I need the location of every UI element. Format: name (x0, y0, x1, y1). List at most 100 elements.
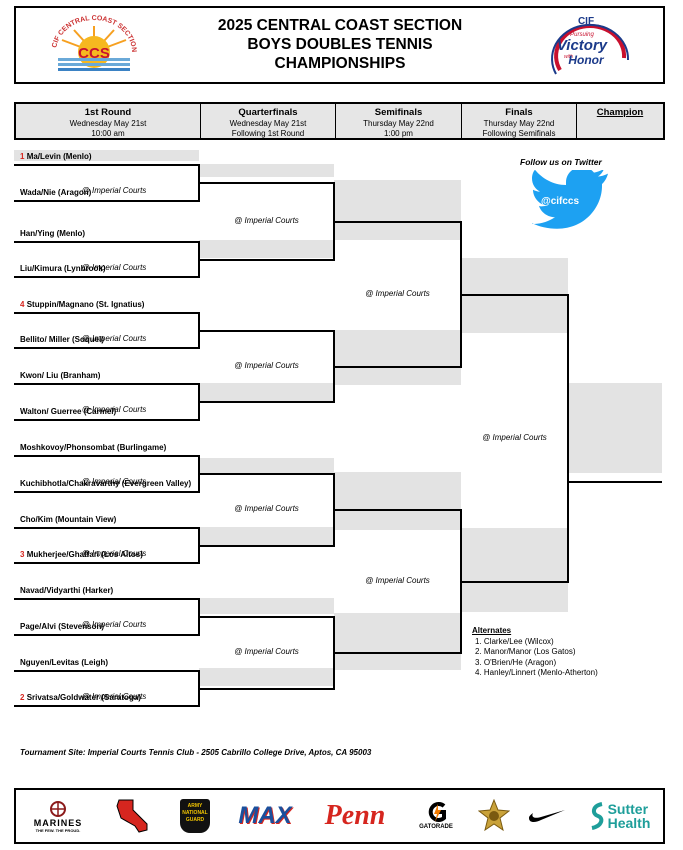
venue-label: @ Imperial Courts (81, 186, 147, 195)
shaded-cell (199, 164, 334, 177)
round-time: 1:00 pm (384, 129, 413, 138)
team-entry[interactable]: Page/Alvi (Stevenson) (20, 622, 104, 632)
quarterfinal-line (199, 473, 334, 475)
shaded-cell (334, 472, 461, 530)
team-line (14, 598, 199, 600)
ccs-logo: CIF CENTRAL COAST SECTION CCS (44, 12, 144, 78)
ccs-logo-text: CCS (78, 45, 110, 62)
round-day: Wednesday May 21st (229, 119, 307, 128)
team-line (14, 455, 199, 457)
team-entry[interactable]: Liu/Kimura (Lynbrook) (20, 264, 105, 274)
page-title: 2025 CENTRAL COAST SECTION BOYS DOUBLES … (150, 16, 530, 73)
team-entry[interactable]: Walton/ Guerree (Carmel) (20, 407, 116, 417)
team-entry[interactable]: 3 Mukherjee/Ghaffari (Los Altos) (20, 550, 143, 560)
champion-label: Champion (596, 107, 644, 118)
team-line (14, 562, 199, 564)
team-line (14, 527, 199, 529)
team-line (14, 347, 199, 349)
shaded-cell (461, 528, 568, 612)
team-entry[interactable]: Kuchibhotla/Chakravarthy (Evergreen Vall… (20, 479, 191, 489)
round-name: Quarterfinals (238, 107, 298, 118)
venue-label: @ Imperial Courts (81, 405, 147, 414)
team-name: Walton/ Guerree (Carmel) (20, 407, 117, 416)
shaded-cell (334, 330, 461, 385)
header-box (14, 6, 665, 84)
cif-logo-cif: CIF (578, 16, 594, 27)
shaded-cell (334, 180, 461, 240)
alternate-item: 1. Clarke/Lee (Wilcox) (475, 636, 554, 646)
shaded-cell (199, 383, 334, 401)
twitter-follow-text: Follow us on Twitter (520, 157, 602, 167)
team-name: Stuppin/Magnano (St. Ignatius) (26, 300, 145, 309)
health-text: Health (607, 815, 651, 831)
army-text: ARMY (187, 803, 203, 809)
team-line (14, 670, 199, 672)
quarterfinal-line (199, 616, 334, 618)
california-logo-icon (108, 798, 158, 834)
marines-text: MARINES (33, 817, 83, 828)
team-entry[interactable]: Han/Ying (Menlo) (20, 229, 85, 239)
champion-line (568, 481, 662, 483)
quarterfinal-line (199, 401, 334, 403)
team-entry[interactable]: 4 Stuppin/Magnano (St. Ignatius) (20, 300, 144, 310)
marines-logo: MARINES THE FEW. THE PROUD. (22, 798, 94, 834)
final-line (461, 581, 568, 583)
team-name: Han/Ying (Menlo) (20, 229, 86, 238)
round-header-champion: Champion (577, 104, 663, 138)
alternate-item: 3. O'Brien/He (Aragon) (475, 657, 557, 667)
team-name: Wada/Nie (Aragon) (20, 188, 92, 197)
team-line (14, 419, 199, 421)
cif-logo-with: with (564, 54, 573, 60)
team-entry[interactable]: 2 Srivatsa/Goldwater (Saratoga) (20, 693, 141, 703)
team-entry[interactable]: 1 Ma/Levin (Menlo) (20, 152, 92, 162)
seed-number: 1 (20, 152, 25, 161)
cif-logo: CIF Pursuing Victory with Honor (540, 10, 634, 80)
sutter-text: Sutter (607, 801, 649, 817)
round-header-semifinals: Semifinals Thursday May 22nd 1:00 pm (336, 104, 462, 138)
marines-tagline: THE FEW. THE PROUD. (35, 827, 81, 833)
gatorade-logo: GATORADE (406, 798, 466, 834)
seed-number: 2 (20, 693, 25, 702)
venue-label: @ Imperial Courts (81, 333, 147, 343)
round-name: 1st Round (84, 107, 132, 118)
venue-label: @ Imperial Courts (234, 215, 299, 225)
shaded-cell (199, 240, 334, 258)
shaded-cell (14, 150, 199, 161)
team-entry[interactable]: Nguyen/Levitas (Leigh) (20, 658, 108, 668)
title-line-2: BOYS DOUBLES TENNIS (247, 36, 433, 53)
team-line (14, 200, 199, 202)
round-time: Following Semifinals (482, 129, 556, 138)
alternates-title: Alternates (472, 626, 512, 635)
team-entry[interactable]: Navad/Vidyarthi (Harker) (20, 586, 113, 596)
team-name: Kuchibhotla/Chakravarthy (Evergreen Vall… (20, 479, 192, 488)
shaded-cell (199, 598, 334, 614)
team-entry[interactable]: Cho/Kim (Mountain View) (20, 515, 116, 525)
max-logo: MAX (230, 798, 300, 834)
round-name: Semifinals (374, 107, 423, 118)
round-time: Following 1st Round (231, 129, 305, 138)
venue-label: @ Imperial Courts (81, 548, 147, 558)
round-day: Thursday May 22nd (363, 119, 434, 128)
quarterfinal-line (199, 182, 334, 184)
team-entry[interactable]: Moshkovoy/Phonsombat (Burlingame) (20, 443, 166, 453)
quarterfinal-line (199, 330, 334, 332)
venue-label: @ Imperial Courts (81, 262, 147, 272)
team-entry[interactable]: Wada/Nie (Aragon) (20, 188, 91, 198)
team-entry[interactable]: Bellito/ Miller (Soquel) (20, 335, 104, 345)
cif-logo-victory: Victory (557, 37, 608, 54)
team-line (14, 241, 199, 243)
venue-label: @ Imperial Courts (482, 432, 547, 442)
team-name: Moshkovoy/Phonsombat (Burlingame) (20, 443, 167, 452)
title-line-1: 2025 CENTRAL COAST SECTION (217, 17, 463, 34)
twitter-bird-icon[interactable]: @cifccs (530, 166, 610, 232)
team-name: Liu/Kimura (Lynbrook) (20, 264, 106, 273)
gatorade-text: GATORADE (419, 824, 453, 830)
venue-label: @ Imperial Courts (234, 360, 299, 370)
team-name: Mukherjee/Ghaffari (Los Altos) (26, 550, 143, 559)
semifinal-line (334, 366, 461, 368)
venue-label: @ Imperial Courts (234, 504, 299, 513)
venue-label: @ Imperial Courts (81, 691, 147, 701)
team-entry[interactable]: Kwon/ Liu (Branham) (20, 371, 100, 381)
alternate-item: 2. Manor/Manor (Los Gatos) (475, 647, 576, 656)
round-header-bar: 1st Round Wednesday May 21st 10:00 am Qu… (14, 102, 665, 140)
